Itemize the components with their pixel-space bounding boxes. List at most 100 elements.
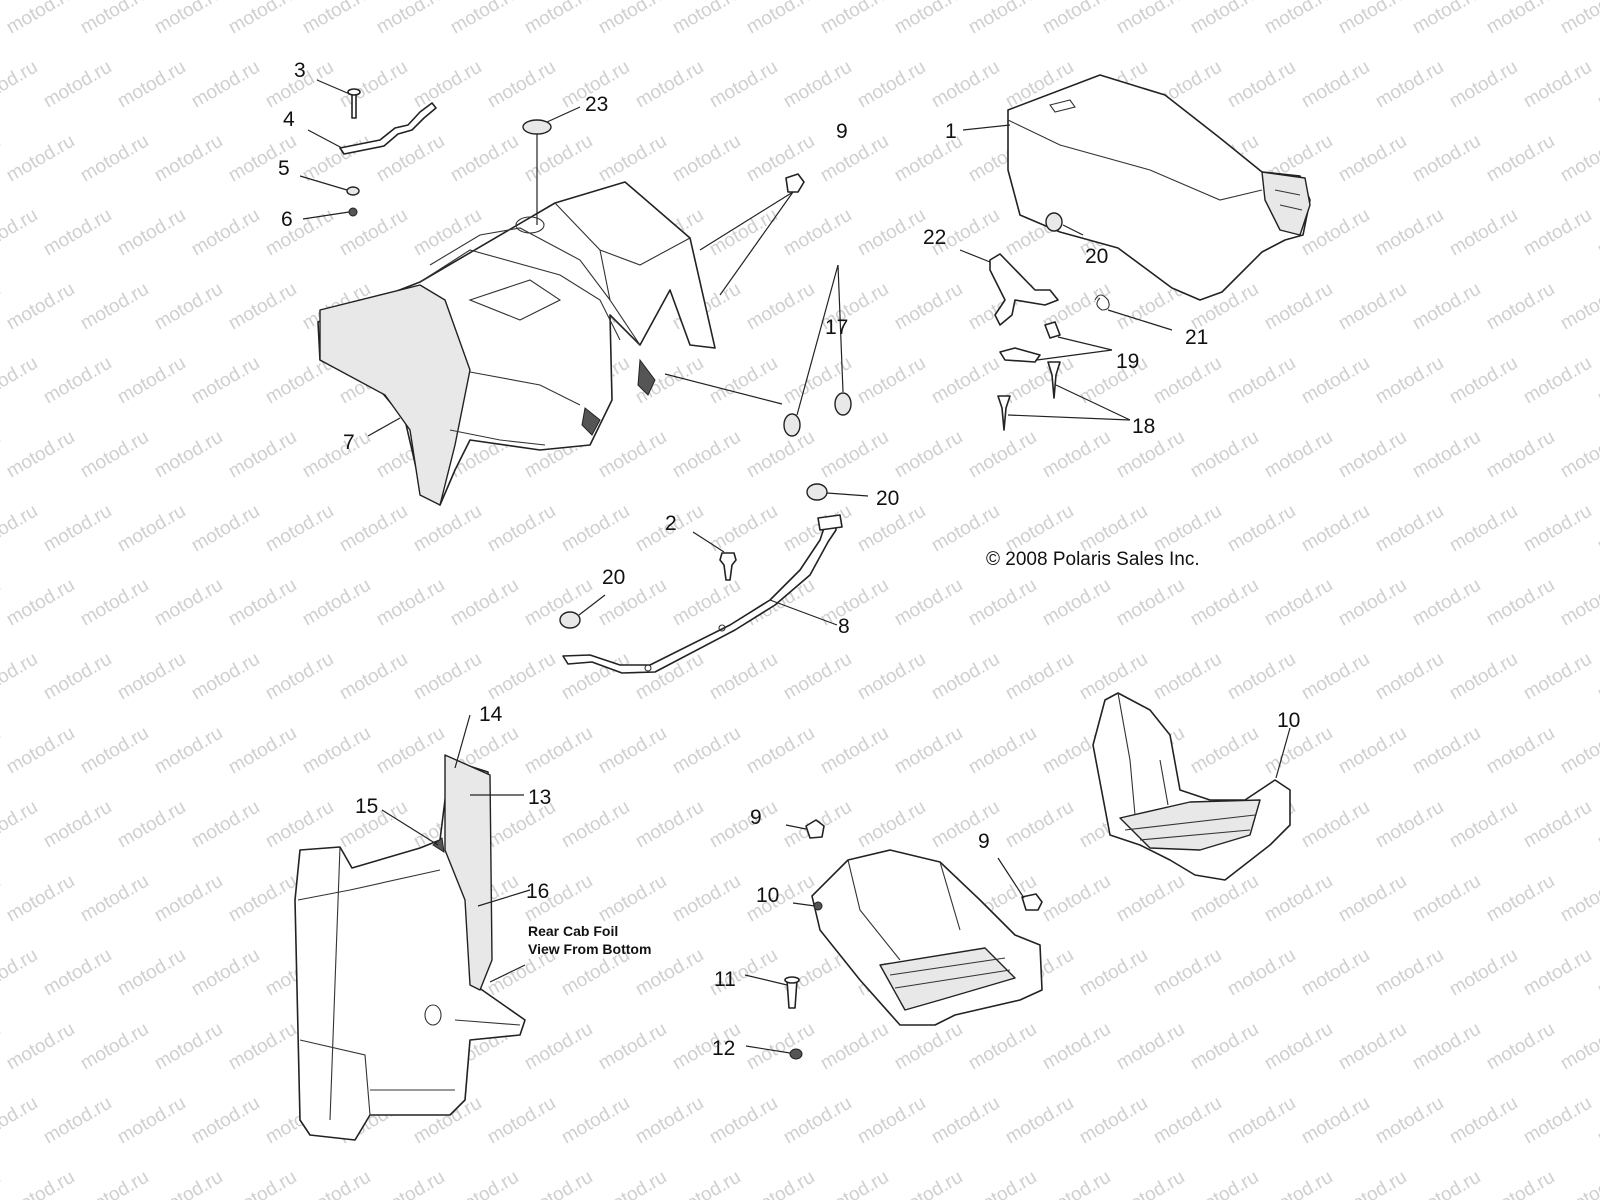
watermark-text: motod.ru bbox=[373, 723, 448, 779]
fastener-9-top bbox=[699, 173, 805, 296]
watermark-text: motod.ru bbox=[854, 1093, 929, 1149]
upper-leaders bbox=[299, 79, 1011, 437]
watermark-text: motod.ru bbox=[1483, 1167, 1558, 1200]
watermark-text: motod.ru bbox=[743, 1019, 818, 1075]
watermark-text: motod.ru bbox=[965, 1167, 1040, 1200]
note-line-1: Rear Cab Foil bbox=[528, 923, 619, 939]
latch-22 bbox=[959, 249, 1059, 326]
watermark-text: motod.ru bbox=[336, 649, 411, 705]
watermark-text: motod.ru bbox=[1409, 1019, 1484, 1075]
watermark-text: motod.ru bbox=[1372, 205, 1447, 261]
watermark-text: motod.ru bbox=[188, 353, 263, 409]
watermark-text: motod.ru bbox=[1298, 57, 1373, 113]
callout-9-top: 9 bbox=[836, 120, 848, 143]
watermark-text: motod.ru bbox=[928, 501, 1003, 557]
watermark-text: motod.ru bbox=[299, 427, 374, 483]
watermark-text: motod.ru bbox=[151, 1167, 226, 1200]
watermark-text: motod.ru bbox=[3, 871, 78, 927]
watermark-text: motod.ru bbox=[1298, 205, 1373, 261]
watermark-text: motod.ru bbox=[1039, 427, 1114, 483]
cap-23 bbox=[522, 119, 552, 135]
watermark-text: motod.ru bbox=[225, 1019, 300, 1075]
watermark-text: motod.ru bbox=[0, 279, 4, 335]
watermark-text: motod.ru bbox=[1187, 1167, 1262, 1200]
footwell-right bbox=[1092, 692, 1291, 881]
watermark-text: motod.ru bbox=[780, 57, 855, 113]
watermark-text: motod.ru bbox=[965, 723, 1040, 779]
watermark-text: motod.ru bbox=[1113, 1019, 1188, 1075]
watermark-text: motod.ru bbox=[928, 797, 1003, 853]
fasteners-9-lower bbox=[785, 819, 1043, 911]
rack-bar-8 bbox=[562, 514, 843, 674]
watermark-text: motod.ru bbox=[706, 57, 781, 113]
watermark-text: motod.ru bbox=[1520, 797, 1595, 853]
watermark-text: motod.ru bbox=[1372, 649, 1447, 705]
watermark-text: motod.ru bbox=[1409, 871, 1484, 927]
watermark-text: motod.ru bbox=[1557, 575, 1600, 631]
watermark-text: motod.ru bbox=[1594, 797, 1600, 853]
watermark-text: motod.ru bbox=[1483, 871, 1558, 927]
watermark-text: motod.ru bbox=[706, 1093, 781, 1149]
watermark-text: motod.ru bbox=[1150, 501, 1225, 557]
watermark-text: motod.ru bbox=[891, 427, 966, 483]
rear-cab-foil-note: Rear Cab Foil View From Bottom bbox=[528, 922, 651, 958]
watermark-text: motod.ru bbox=[1520, 501, 1595, 557]
watermark-text: motod.ru bbox=[114, 1093, 189, 1149]
pins-18 bbox=[997, 361, 1131, 431]
watermark-text: motod.ru bbox=[521, 131, 596, 187]
watermark-text: motod.ru bbox=[188, 797, 263, 853]
watermark-text: motod.ru bbox=[225, 871, 300, 927]
callout-9-left: 9 bbox=[750, 806, 762, 829]
watermark-text: motod.ru bbox=[1446, 1093, 1521, 1149]
watermark-text: motod.ru bbox=[706, 797, 781, 853]
callout-20-seat: 20 bbox=[1085, 245, 1108, 268]
watermark-text: motod.ru bbox=[114, 205, 189, 261]
watermark-text: motod.ru bbox=[669, 0, 744, 38]
watermark-text: motod.ru bbox=[77, 1019, 152, 1075]
watermark-text: motod.ru bbox=[225, 575, 300, 631]
watermark-text: motod.ru bbox=[1483, 723, 1558, 779]
watermark-text: motod.ru bbox=[1594, 501, 1600, 557]
watermark-text: motod.ru bbox=[1483, 575, 1558, 631]
callout-10-left: 10 bbox=[756, 884, 779, 907]
watermark-text: motod.ru bbox=[669, 131, 744, 187]
watermark-text: motod.ru bbox=[1039, 871, 1114, 927]
watermark-text: motod.ru bbox=[410, 57, 485, 113]
watermark-text: motod.ru bbox=[1446, 945, 1521, 1001]
watermark-text: motod.ru bbox=[151, 427, 226, 483]
watermark-text: motod.ru bbox=[595, 1167, 670, 1200]
watermark-text: motod.ru bbox=[40, 1093, 115, 1149]
watermark-text: motod.ru bbox=[1187, 0, 1262, 38]
watermark-text: motod.ru bbox=[1483, 427, 1558, 483]
pin-11-nut-12 bbox=[744, 974, 803, 1060]
watermark-text: motod.ru bbox=[1298, 797, 1373, 853]
watermark-text: motod.ru bbox=[817, 131, 892, 187]
watermark-text: motod.ru bbox=[1335, 427, 1410, 483]
callout-19: 19 bbox=[1116, 350, 1139, 373]
watermark-text: motod.ru bbox=[225, 723, 300, 779]
watermark-text: motod.ru bbox=[225, 279, 300, 335]
watermark-text: motod.ru bbox=[484, 501, 559, 557]
watermark-text: motod.ru bbox=[817, 0, 892, 38]
watermark-text: motod.ru bbox=[1076, 1093, 1151, 1149]
watermark-text: motod.ru bbox=[1557, 1019, 1600, 1075]
watermark-text: motod.ru bbox=[1187, 427, 1262, 483]
watermark-text: motod.ru bbox=[743, 0, 818, 38]
watermark-text: motod.ru bbox=[1557, 871, 1600, 927]
watermark-text: motod.ru bbox=[0, 1167, 4, 1200]
watermark-text: motod.ru bbox=[1261, 1167, 1336, 1200]
watermark-text: motod.ru bbox=[1150, 353, 1225, 409]
watermark-text: motod.ru bbox=[410, 501, 485, 557]
watermark-text: motod.ru bbox=[1076, 501, 1151, 557]
watermark-text: motod.ru bbox=[1372, 57, 1447, 113]
watermark-text: motod.ru bbox=[1409, 279, 1484, 335]
watermark-text: motod.ru bbox=[114, 797, 189, 853]
watermark-text: motod.ru bbox=[854, 57, 929, 113]
watermark-text: motod.ru bbox=[262, 501, 337, 557]
watermark-text: motod.ru bbox=[743, 723, 818, 779]
watermark-text: motod.ru bbox=[299, 1167, 374, 1200]
watermark-text: motod.ru bbox=[299, 723, 374, 779]
callout-12: 12 bbox=[712, 1037, 735, 1060]
watermark-text: motod.ru bbox=[0, 575, 4, 631]
callout-9-right: 9 bbox=[978, 830, 990, 853]
